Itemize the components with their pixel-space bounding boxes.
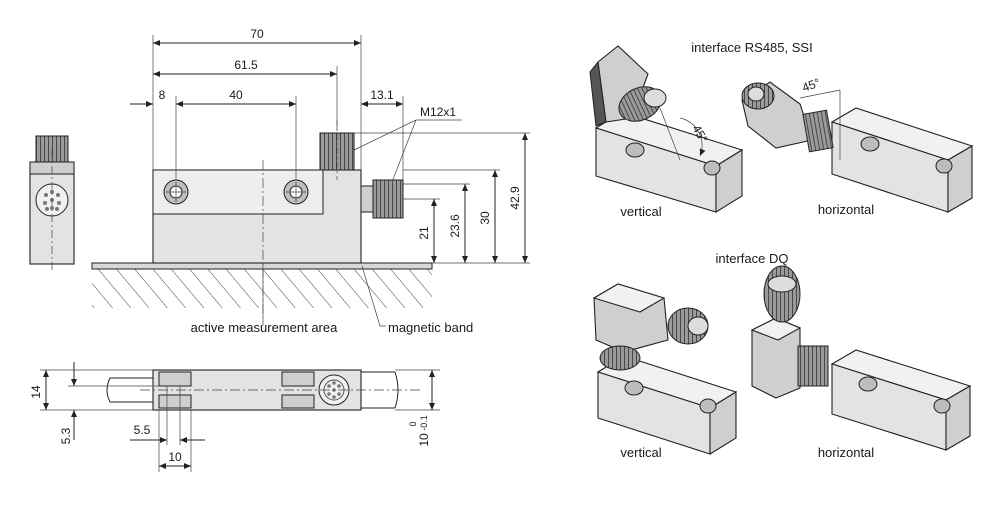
dim-21: 21 <box>417 226 431 240</box>
dq-vertical-illustration: vertical <box>592 283 738 460</box>
dim-5-3: 5.3 <box>59 427 73 444</box>
dim-42-9: 42.9 <box>508 186 522 210</box>
caption-horizontal-top: horizontal <box>818 202 874 217</box>
rs485-vertical-illustration: 45° vertical <box>589 45 744 219</box>
caption-horizontal-bottom: horizontal <box>818 445 874 460</box>
tol-lower: -0.1 <box>419 415 429 431</box>
front-view: 70 61.5 8 40 13.1 M12x1 42.9 30 23.6 21 <box>91 27 530 335</box>
tol-upper: 0 <box>408 421 418 426</box>
magnetic-band-shape <box>91 262 433 270</box>
thread-label: M12x1 <box>420 105 456 119</box>
side-view-small <box>29 135 75 270</box>
dim-10-tolerance: 10 <box>417 433 431 447</box>
connector-knurl <box>35 135 69 163</box>
rs485-horizontal-illustration: 45° horizontal <box>741 75 974 217</box>
dim-14: 14 <box>29 385 43 399</box>
active-area-label: active measurement area <box>191 320 338 335</box>
side-connector <box>372 179 404 219</box>
bottom-view: 14 5.3 5.5 10 10 0 -0.1 <box>29 362 440 472</box>
dim-40: 40 <box>229 88 243 102</box>
angle-45-b: 45° <box>800 75 822 94</box>
magnetic-band-label: magnetic band <box>388 320 473 335</box>
caption-vertical-bottom: vertical <box>620 445 661 460</box>
dim-70: 70 <box>250 27 264 41</box>
dim-30: 30 <box>478 211 492 225</box>
dim-13-1: 13.1 <box>370 88 394 102</box>
dim-61-5: 61.5 <box>234 58 258 72</box>
dim-5-5: 5.5 <box>134 423 151 437</box>
dq-horizontal-illustration: horizontal <box>750 265 972 460</box>
interface-rs485-title: interface RS485, SSI <box>691 40 812 55</box>
dim-8: 8 <box>159 88 166 102</box>
rs485-v-plug <box>618 86 667 122</box>
dim-23-6: 23.6 <box>448 214 462 238</box>
dim-10-width: 10 <box>168 450 182 464</box>
caption-vertical-top: vertical <box>620 204 661 219</box>
ground-hatch <box>92 268 432 308</box>
interface-dq-title: interface DQ <box>716 251 789 266</box>
